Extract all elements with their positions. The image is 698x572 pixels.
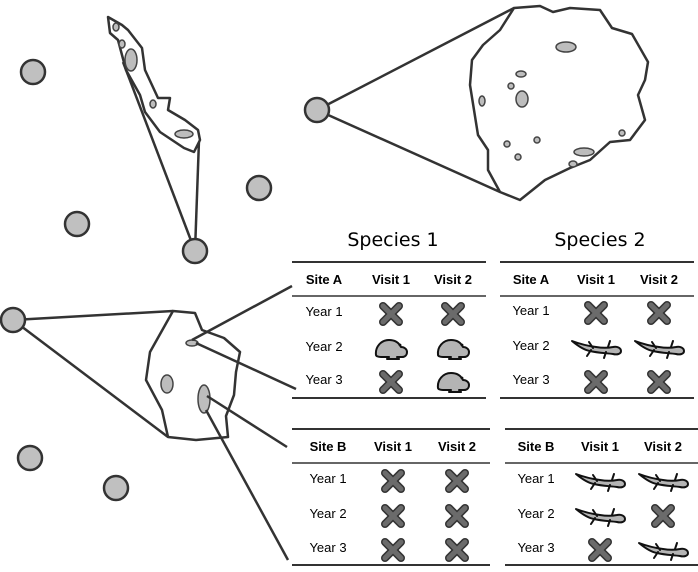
site-marker (19, 58, 47, 86)
x-mark-icon (383, 374, 399, 390)
pond (149, 99, 157, 109)
year-label: Year 3 (512, 372, 549, 387)
viewline (316, 108, 501, 194)
x-mark-icon (651, 305, 667, 321)
occupancy-table: Site A Visit 1 Visit 2 Year 1 Year 2 Year 3 (292, 261, 486, 399)
x-mark-icon (655, 508, 671, 524)
site-marker (303, 96, 331, 124)
visit-header: Visit 1 (372, 272, 410, 287)
pond (197, 384, 211, 414)
year-label: Year 3 (517, 540, 554, 555)
x-mark-icon (592, 542, 608, 558)
x-mark-icon (449, 473, 465, 489)
pond (503, 140, 511, 148)
year-label: Year 1 (512, 303, 549, 318)
visit-header: Visit 2 (640, 272, 678, 287)
site-marker (63, 210, 91, 238)
year-label: Year 2 (512, 338, 549, 353)
viewline (12, 309, 174, 322)
x-mark-icon (445, 306, 461, 322)
wetland-outline (144, 309, 242, 442)
species-1-title: Species 1 (347, 229, 438, 251)
site-marker (245, 174, 273, 202)
site-marker (0, 306, 27, 334)
frog-icon (436, 339, 470, 360)
site-marker (102, 474, 130, 502)
leader-line (206, 394, 288, 449)
pond (573, 147, 595, 157)
salamander-icon (638, 542, 689, 561)
x-mark-icon (449, 508, 465, 524)
pond (568, 160, 578, 168)
frog-icon (374, 339, 408, 360)
pond (618, 129, 626, 137)
year-label: Year 3 (309, 540, 346, 555)
visit-header: Visit 1 (577, 272, 615, 287)
pond (478, 95, 486, 107)
year-label: Year 2 (309, 506, 346, 521)
occupancy-table: Site B Visit 1 Visit 2 Year 1 Year 2 Year 3 (292, 428, 490, 566)
viewline (193, 139, 201, 252)
x-mark-icon (588, 374, 604, 390)
site-label: Site B (518, 439, 555, 454)
viewline (12, 319, 169, 438)
site-label: Site A (513, 272, 550, 287)
year-label: Year 1 (305, 304, 342, 319)
visit-header: Visit 2 (644, 439, 682, 454)
pond (555, 41, 577, 53)
viewline (316, 6, 515, 112)
x-mark-icon (385, 473, 401, 489)
pond (533, 136, 541, 144)
year-label: Year 2 (305, 339, 342, 354)
occupancy-table: Site B Visit 1 Visit 2 Year 1 Year 2 Year 3 (505, 428, 698, 566)
pond (118, 39, 126, 49)
pond (160, 374, 174, 394)
wetland-outline (468, 4, 650, 202)
visit-header: Visit 2 (438, 439, 476, 454)
year-label: Year 3 (305, 372, 342, 387)
frog-icon (436, 372, 470, 393)
year-label: Year 1 (517, 471, 554, 486)
species-2-title: Species 2 (554, 229, 645, 251)
x-mark-icon (588, 305, 604, 321)
leader-line (204, 409, 290, 561)
pond (515, 90, 529, 108)
site-label: Site B (310, 439, 347, 454)
wetland-lower-left (12, 284, 297, 561)
x-mark-icon (383, 306, 399, 322)
wetland-upper-left (106, 15, 202, 252)
pond (507, 82, 515, 90)
pond (112, 22, 120, 32)
leader-line (191, 284, 293, 342)
visit-header: Visit 2 (434, 272, 472, 287)
occupancy-table: Site A Visit 1 Visit 2 Year 1 Year 2 Year 3 (500, 261, 694, 399)
site-marker (16, 444, 44, 472)
x-mark-icon (385, 508, 401, 524)
pond (515, 70, 527, 78)
salamander-icon (571, 340, 622, 359)
site-marker (181, 237, 209, 265)
pond (124, 48, 138, 72)
salamander-icon (638, 473, 689, 492)
leader-line (195, 341, 297, 391)
viewline (121, 61, 197, 252)
visit-header: Visit 1 (374, 439, 412, 454)
year-label: Year 1 (309, 471, 346, 486)
salamander-icon (575, 473, 626, 492)
site-markers (0, 58, 331, 502)
x-mark-icon (651, 374, 667, 390)
year-label: Year 2 (517, 506, 554, 521)
salamander-icon (634, 340, 685, 359)
pond (514, 153, 522, 161)
site-label: Site A (306, 272, 343, 287)
pond (174, 129, 194, 139)
x-mark-icon (449, 542, 465, 558)
x-mark-icon (385, 542, 401, 558)
wetland-upper-right (316, 4, 650, 202)
visit-header: Visit 1 (581, 439, 619, 454)
salamander-icon (575, 508, 626, 527)
